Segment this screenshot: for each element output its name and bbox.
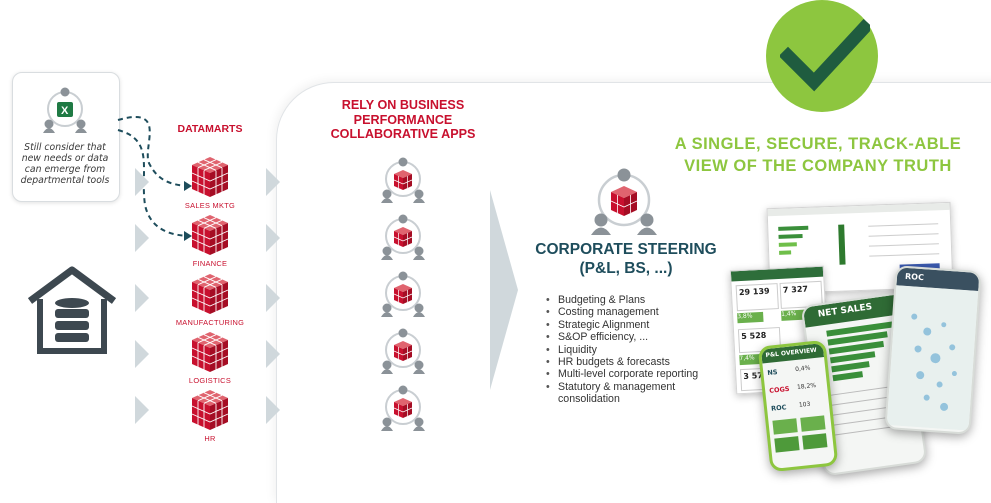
overview-row: NS bbox=[766, 367, 778, 377]
chevron-icon bbox=[135, 284, 149, 312]
list-item: Costing management bbox=[546, 306, 706, 319]
list-item: HR budgets & forecasts bbox=[546, 356, 706, 369]
datamart-item: SALES MKTG bbox=[165, 155, 255, 210]
collab-app-icon bbox=[381, 157, 425, 203]
overview-val: 103 bbox=[798, 400, 811, 409]
collab-app-icon bbox=[381, 214, 425, 260]
chevron-icon bbox=[135, 340, 149, 368]
kpi-pct: 3,8% bbox=[737, 311, 764, 324]
datamart-label: FINANCE bbox=[192, 259, 228, 268]
cube-icon bbox=[191, 215, 229, 255]
note-text: Still consider that new needs or data ca… bbox=[20, 142, 110, 186]
collab-app-icon bbox=[381, 271, 425, 317]
database-house-icon bbox=[27, 266, 117, 354]
list-item: Liquidity bbox=[546, 344, 706, 357]
overview-row: ROC bbox=[770, 403, 787, 413]
collab-app-icon bbox=[381, 385, 425, 431]
excel-team-icon: X bbox=[43, 87, 87, 133]
datamart-label: LOGISTICS bbox=[188, 376, 232, 385]
chevron-icon bbox=[135, 168, 149, 196]
chevron-icon bbox=[135, 224, 149, 252]
nav-tile[interactable] bbox=[802, 433, 828, 450]
chevron-icon bbox=[266, 224, 280, 252]
dashed-arrows bbox=[117, 116, 192, 241]
datamart-item: LOGISTICS bbox=[165, 330, 255, 385]
corporate-steering-icon bbox=[591, 168, 657, 235]
collab-app-icon bbox=[381, 328, 425, 374]
datamart-label: SALES MKTG bbox=[184, 201, 236, 210]
chevron-icon bbox=[266, 340, 280, 368]
chevron-icon bbox=[266, 168, 280, 196]
cube-icon bbox=[191, 332, 229, 372]
overview-val: 0,4% bbox=[794, 364, 811, 374]
chevron-icon bbox=[266, 284, 280, 312]
checkmark-icon bbox=[780, 18, 870, 92]
list-item: Budgeting & Plans bbox=[546, 294, 706, 307]
list-item: Strategic Alignment bbox=[546, 319, 706, 332]
steering-bullets: Budgeting & Plans Costing management Str… bbox=[546, 294, 706, 406]
svg-text:X: X bbox=[61, 105, 69, 117]
datamart-item: FINANCE bbox=[165, 213, 255, 268]
cube-icon bbox=[191, 390, 229, 430]
chevron-icon bbox=[266, 396, 280, 424]
datamart-item: MANUFACTURING bbox=[165, 272, 255, 327]
list-item: Multi-level corporate reporting bbox=[546, 368, 706, 381]
list-item: Statutory & management consolidation bbox=[546, 381, 706, 406]
chevron-icon bbox=[135, 396, 149, 424]
apps-title: RELY ON BUSINESS PERFORMANCE COLLABORATI… bbox=[330, 98, 476, 142]
steering-title: CORPORATE STEERING (P&L, BS, ...) bbox=[535, 241, 717, 277]
overview-row: COGS bbox=[768, 384, 790, 395]
kpi-value: 29 139 bbox=[738, 286, 770, 298]
datamarts-title: DATAMARTS bbox=[177, 123, 243, 135]
nav-tile[interactable] bbox=[774, 436, 800, 453]
datamart-label: MANUFACTURING bbox=[175, 318, 245, 327]
datamart-item: HR bbox=[165, 388, 255, 443]
datamart-label: HR bbox=[204, 434, 216, 443]
kpi-value: 7 327 bbox=[782, 284, 809, 295]
kpi-value: 5 528 bbox=[741, 330, 767, 342]
overview-phone: P&L OVERVIEW NS 0,4% COGS 18,2% ROC 103 bbox=[757, 339, 839, 473]
nav-tile[interactable] bbox=[800, 415, 826, 432]
overview-val: 18,2% bbox=[796, 382, 817, 391]
scatter-map bbox=[886, 285, 979, 431]
truth-title: A SINGLE, SECURE, TRACK-ABLE VIEW OF THE… bbox=[674, 135, 962, 175]
list-item: S&OP efficiency, ... bbox=[546, 331, 706, 344]
cube-icon bbox=[191, 274, 229, 314]
cube-icon bbox=[191, 157, 229, 197]
big-chevron-icon bbox=[490, 190, 518, 390]
roc-phone: ROC bbox=[884, 265, 982, 435]
nav-tile[interactable] bbox=[772, 418, 798, 435]
overview-title: P&L OVERVIEW bbox=[760, 343, 825, 364]
